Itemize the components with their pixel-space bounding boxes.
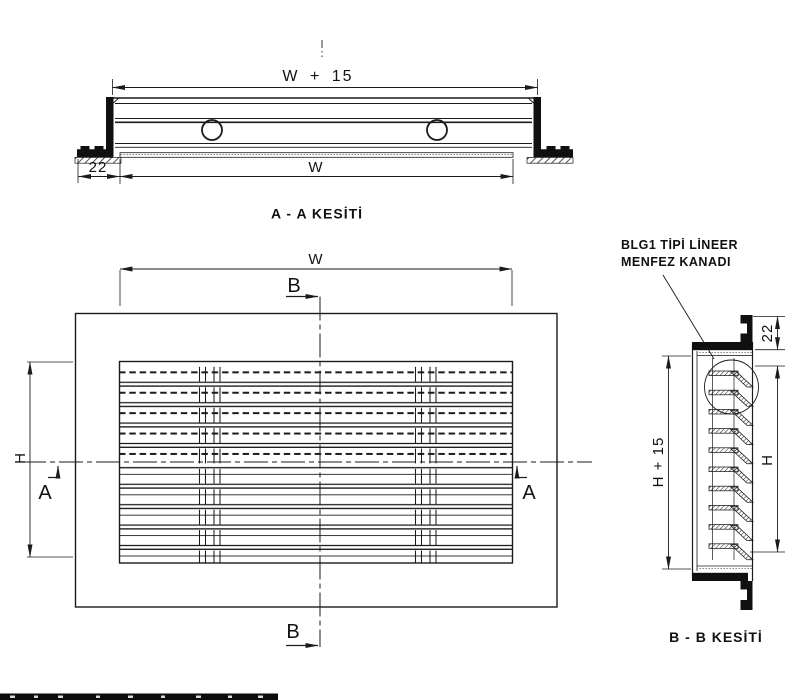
section-marker-b-top: B <box>287 275 300 297</box>
aa-right-end-bar <box>533 97 541 158</box>
bb-top-flange <box>692 342 753 351</box>
bb-dim-face-height-label: H + 15 <box>650 437 667 488</box>
section-marker-a-right: A <box>522 482 536 504</box>
blade-callout-line2: MENFEZ KANADI <box>621 255 731 269</box>
section-marker-a-left: A <box>38 482 52 504</box>
section-bb-title: B - B KESİTİ <box>669 629 763 645</box>
aa-left-hatch-strip <box>74 157 122 164</box>
front-dim-width-label: W <box>308 251 323 268</box>
aa-left-end-bar <box>106 97 114 158</box>
section-aa-title: A - A KESİTİ <box>271 206 363 222</box>
aa-dim-flange-label: 22 <box>89 159 108 176</box>
aa-screw-hole-left <box>201 119 223 141</box>
section-aa-view: W + 15 W 22 A - A KESİTİ <box>74 40 574 222</box>
aa-dim-neck-width-label: W <box>308 159 323 176</box>
front-dim-height-label: H <box>12 452 29 464</box>
front-grille-rows-top <box>120 367 512 461</box>
bottom-crop-strip <box>0 693 278 700</box>
blade-detail-circle <box>704 359 759 415</box>
blade-callout-line1: BLG1 TİPİ LİNEER <box>621 237 738 252</box>
bb-blades <box>708 370 754 561</box>
front-outer-frame <box>74 312 558 608</box>
section-marker-b-bottom: B <box>286 621 299 643</box>
aa-neck-bottom-strip <box>119 152 514 158</box>
bb-dim-neck-height-label: H <box>759 454 776 466</box>
aa-right-hatch-strip <box>526 157 574 164</box>
aa-left-foot <box>77 146 107 158</box>
bb-top-edge-strip <box>697 350 752 356</box>
bb-bottom-flange <box>692 572 748 581</box>
aa-dim-face-width-label: W + 15 <box>282 68 353 85</box>
bb-bottom-edge-strip <box>697 566 752 571</box>
aa-right-foot <box>540 146 573 158</box>
front-view: B B A A W H <box>12 251 592 648</box>
bb-dim-flange-label: 22 <box>759 324 776 343</box>
section-bb-view: BLG1 TİPİ LİNEER MENFEZ KANADI <box>621 237 785 645</box>
aa-screw-hole-right <box>426 119 448 141</box>
front-grille-rows-bottom <box>120 466 512 563</box>
